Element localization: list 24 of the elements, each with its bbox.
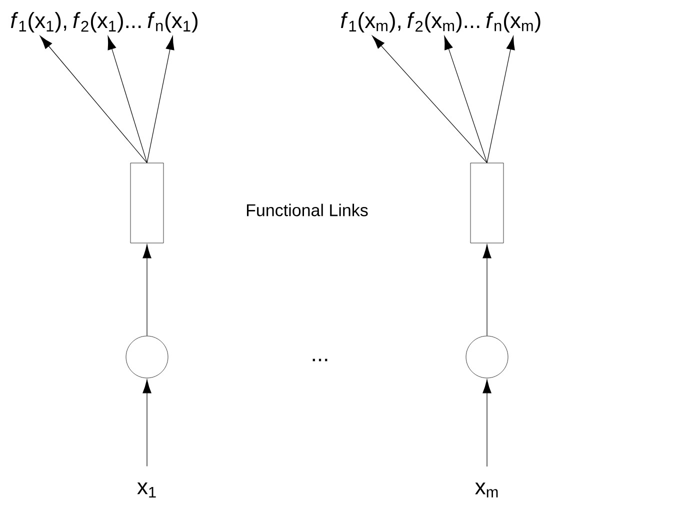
output-label: f$_{2}$(x$_{m}$)... [408, 12, 480, 33]
output-label: f$_{n}$(x$_{1}$) [148, 12, 198, 33]
output-label: f$_{1}$(x$_{1}$), [10, 12, 66, 33]
arrow [372, 36, 488, 164]
ellipsis: ... [312, 358, 328, 362]
functional-link-box [470, 162, 504, 244]
input-label: x$_{m}$ [475, 482, 498, 498]
arrow [40, 36, 148, 164]
functional-link-box [130, 162, 164, 244]
output-label: f$_{1}$(x$_{m}$), [340, 12, 400, 33]
arrow [444, 36, 488, 164]
arrow [482, 379, 492, 467]
label-text: Functional Links [246, 204, 368, 216]
arrow [146, 36, 174, 164]
arrow [142, 244, 152, 336]
arrow [486, 36, 515, 164]
arrow [142, 379, 152, 467]
arrow [482, 244, 492, 336]
input-neuron-circle [126, 336, 168, 378]
input-neuron-circle [466, 336, 508, 378]
input-label: x$_{1}$ [137, 482, 156, 498]
arrow [108, 36, 148, 164]
output-label: f$_{n}$(x$_{m}$) [486, 12, 540, 33]
output-label: f$_{2}$(x$_{1}$)... [73, 12, 141, 33]
